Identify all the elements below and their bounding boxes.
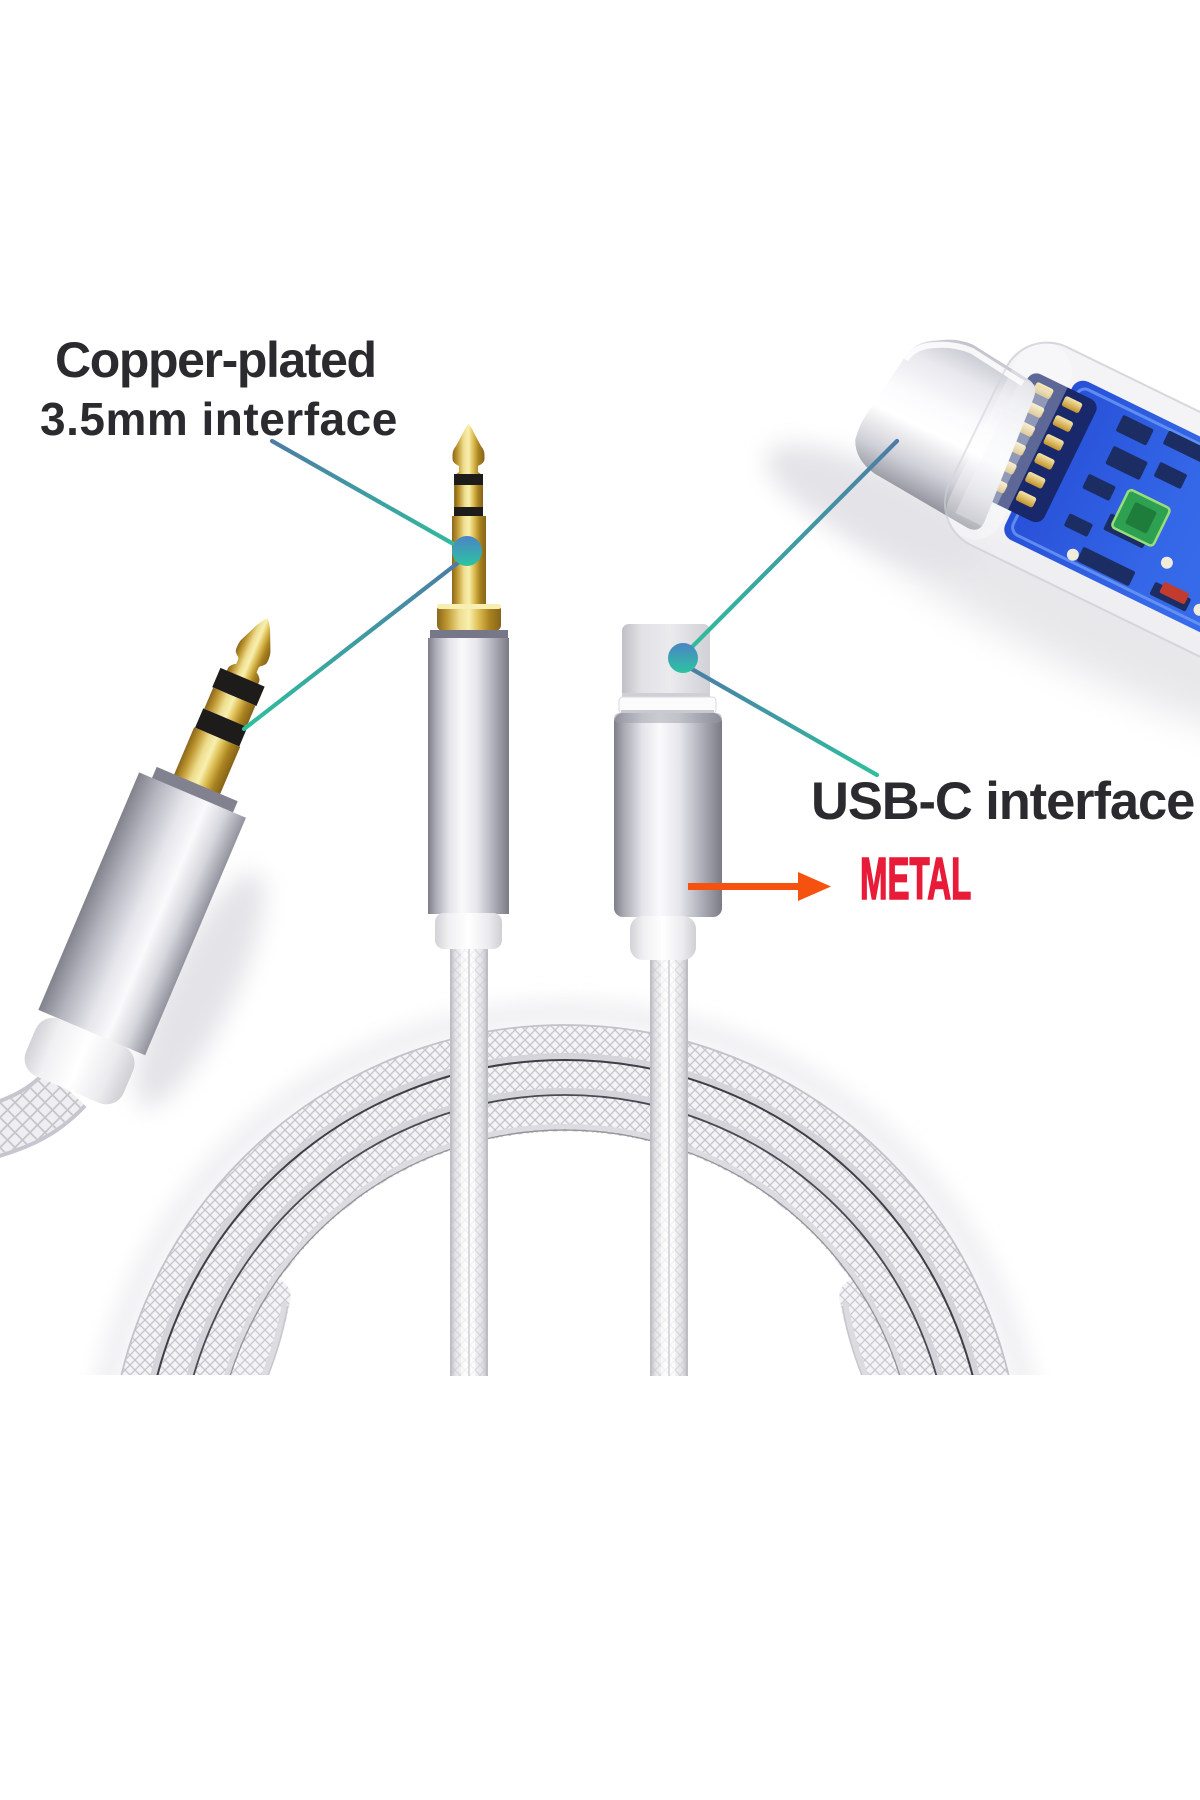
svg-text:USB-C interface: USB-C interface (811, 772, 1194, 831)
svg-text:Copper-plated: Copper-plated (55, 332, 376, 388)
svg-text:3.5mm interface: 3.5mm interface (40, 393, 398, 445)
svg-text:METAL: METAL (860, 847, 971, 912)
